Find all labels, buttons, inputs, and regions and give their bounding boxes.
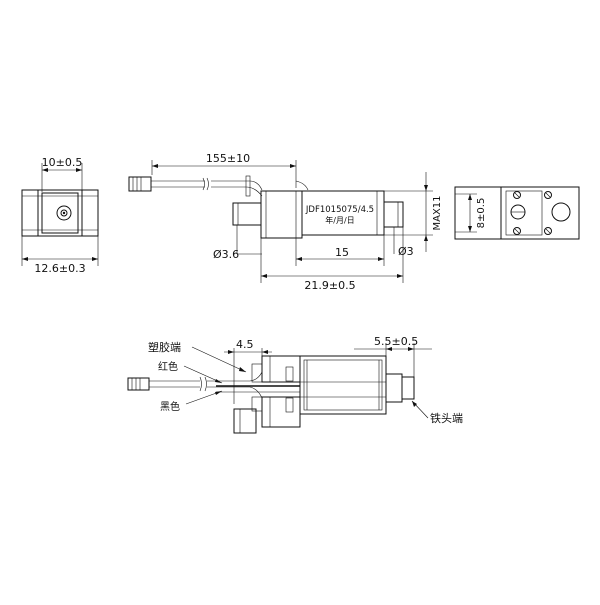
dim-stroke: 4.5: [236, 338, 254, 351]
label-iron-end: 铁头端: [430, 412, 463, 425]
dim-front-total: 12.6±0.3: [34, 262, 85, 275]
dim-max-height: MAX11: [432, 195, 443, 230]
front-view: 10±0.5 12.6±0.3: [21, 156, 99, 275]
part-number: JDF1015075/4.5: [305, 205, 374, 215]
label-red-wire: 红色: [158, 360, 178, 373]
dim-cable-length: 155±10: [206, 152, 250, 165]
dim-total-length: 21.9±0.5: [304, 279, 355, 292]
label-plastic-end: 塑胶端: [148, 340, 181, 354]
end-view: 8±0.5: [454, 186, 580, 240]
dim-plunger-dia: Ø3.6: [213, 248, 239, 261]
dim-end-height: 8±0.5: [476, 198, 487, 229]
dim-shaft-dia: Ø3: [398, 245, 414, 258]
dim-front-width: 10±0.5: [42, 156, 83, 169]
dim-body-length: 15: [335, 246, 349, 259]
side-view: JDF1015075/4.5 年/月/日 155±10 Ø3.6 15 Ø3 2…: [128, 152, 443, 292]
dim-tip-length: 5.5±0.5: [374, 335, 418, 348]
section-view: 4.5 5.5±0.5 塑胶端 红色 黑色 铁头端: [127, 335, 463, 434]
label-black-wire: 黑色: [160, 400, 180, 413]
date-line: 年/月/日: [325, 215, 354, 225]
